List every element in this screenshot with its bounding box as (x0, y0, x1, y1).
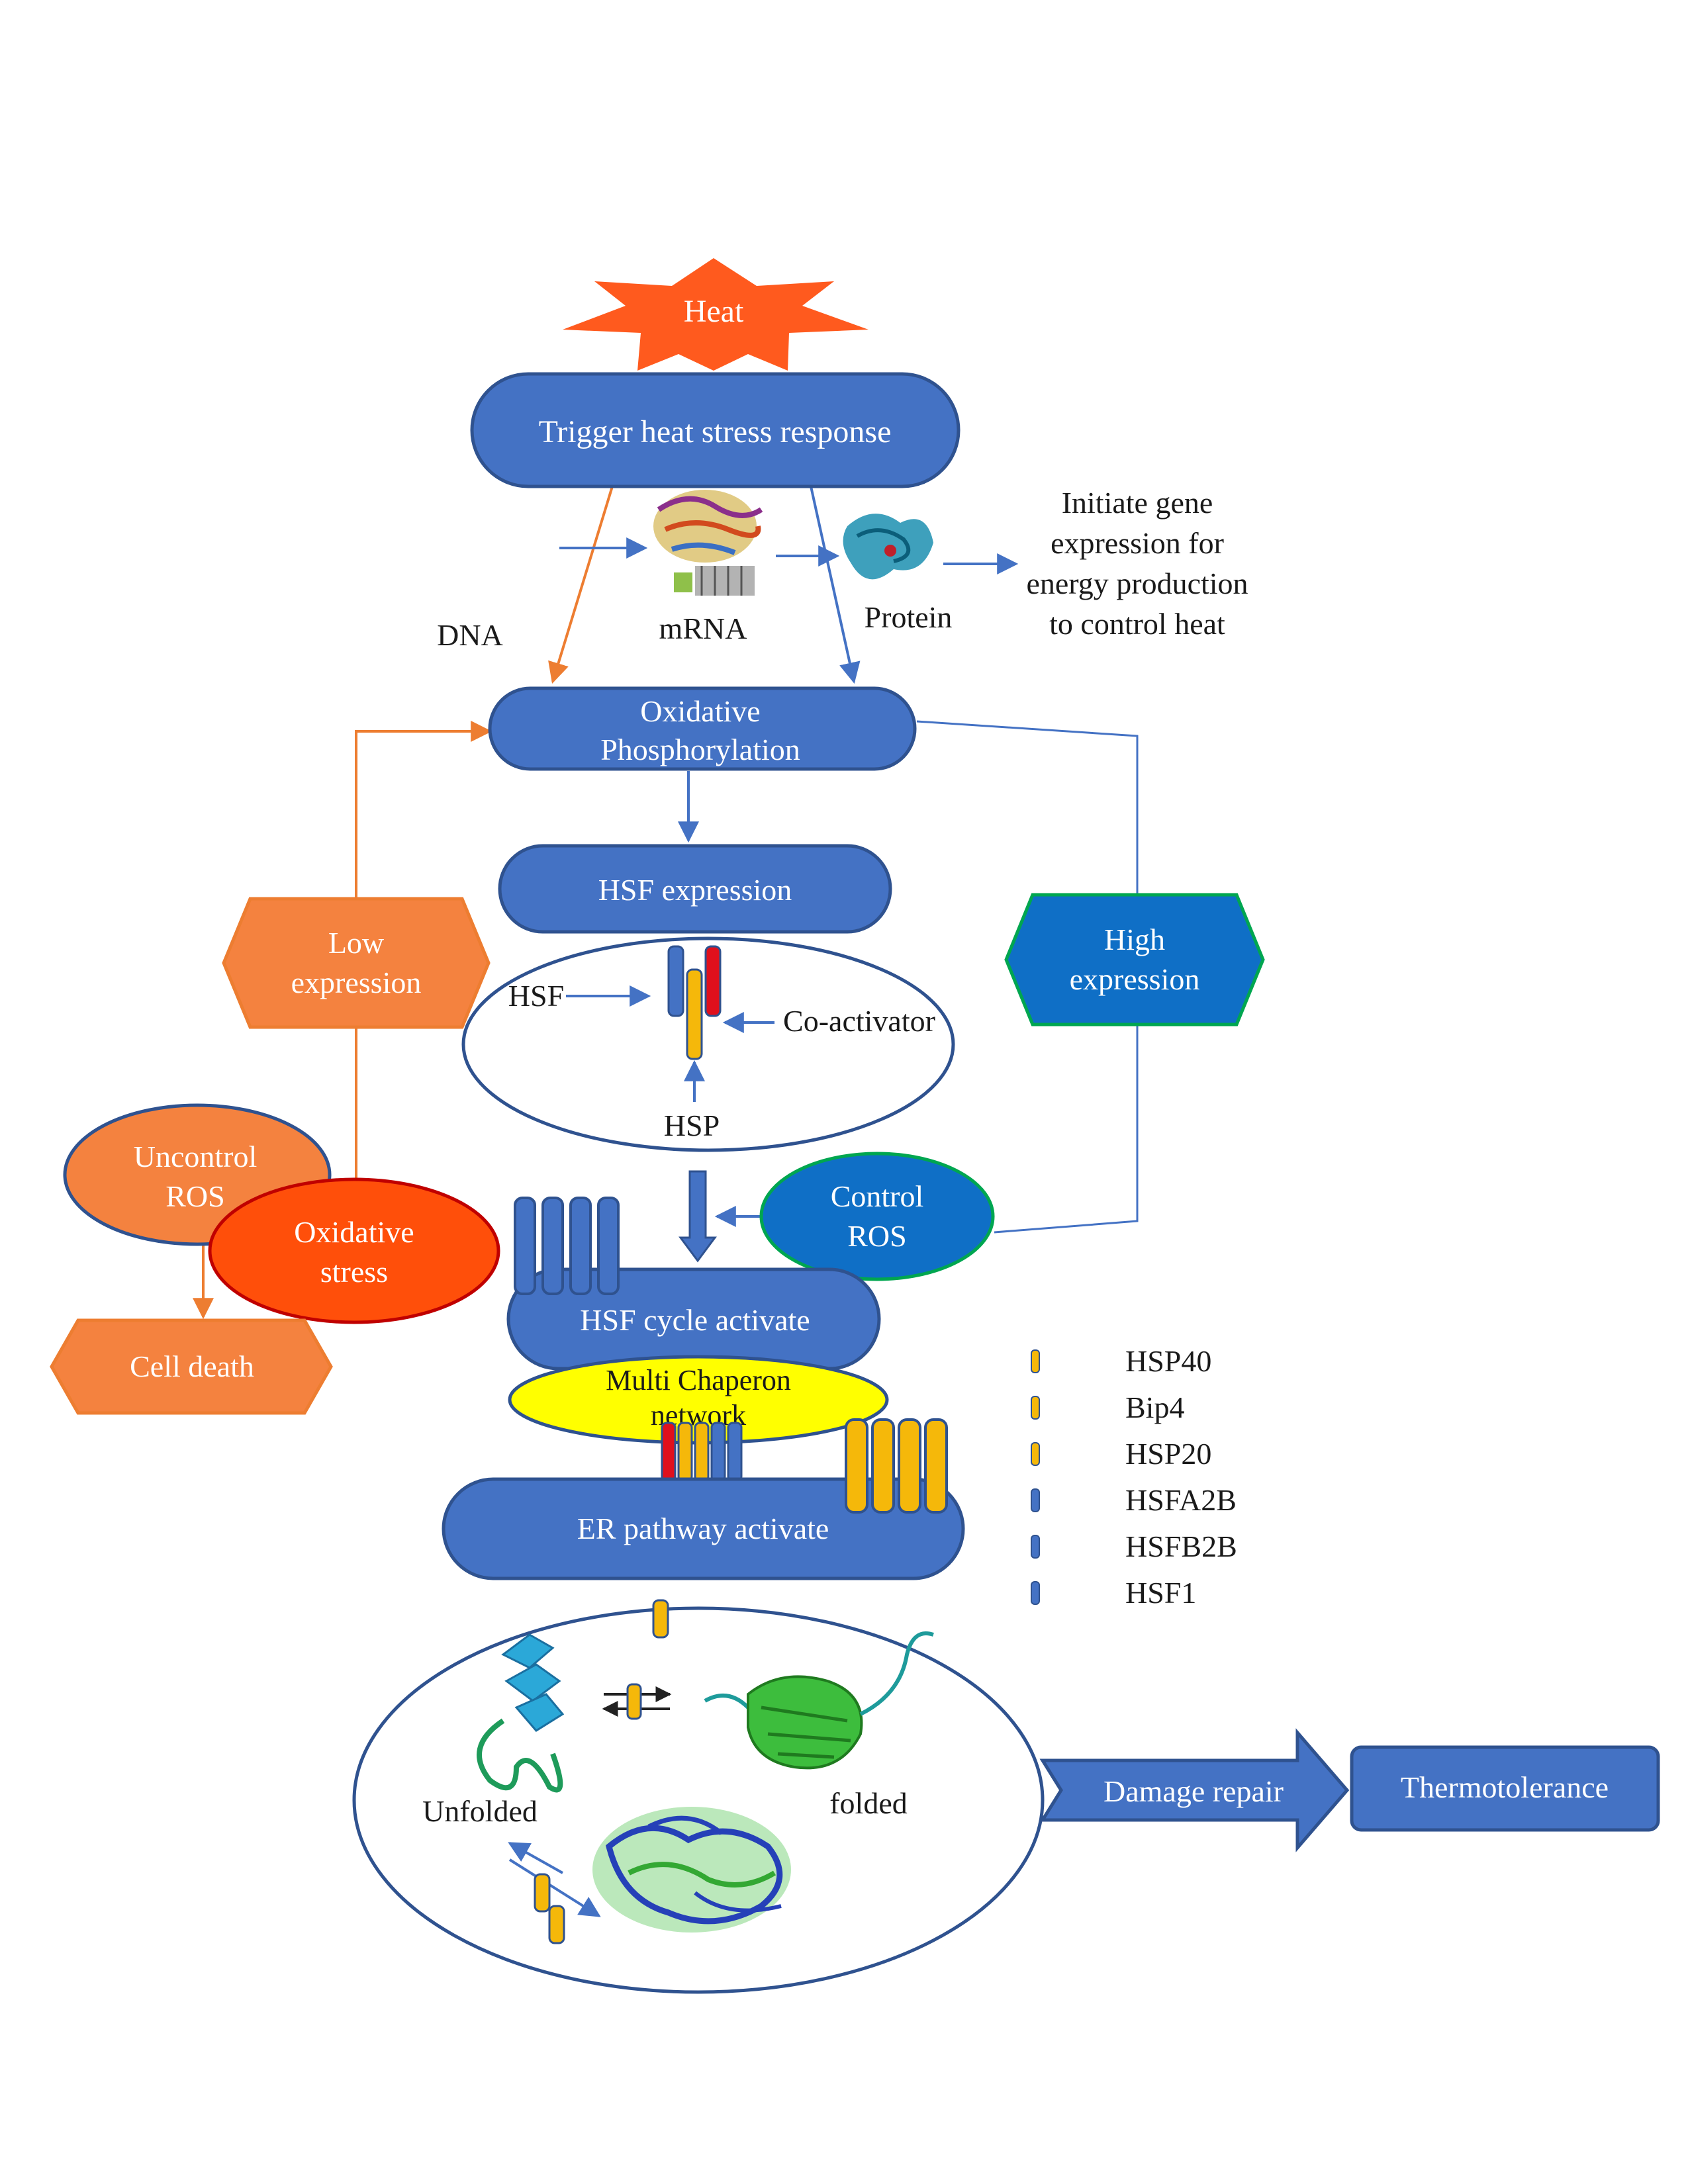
uncontrol-line-1: Uncontrol (134, 1140, 258, 1173)
control-line-1: Control (831, 1179, 924, 1213)
thermotolerance-label: Thermotolerance (1401, 1770, 1609, 1804)
legend-swatch (1031, 1396, 1040, 1420)
legend-label: HSP20 (1125, 1437, 1211, 1471)
legend-label: HSP40 (1125, 1344, 1211, 1378)
mrna-label: mRNA (659, 612, 747, 645)
trigger-to-oxphos-orange-arrow (548, 486, 614, 684)
legend-swatch (1031, 1581, 1040, 1605)
legend-label: HSF1 (1125, 1576, 1196, 1610)
thick-down-arrow (679, 1170, 717, 1263)
chaperone-bars-right (845, 1418, 948, 1514)
chaperone-bars-bottom (534, 1873, 565, 1944)
thermotolerance-node: Thermotolerance (1350, 1745, 1660, 1832)
coactivator-label: Co-activator (783, 1004, 935, 1038)
multi-line-1: Multi Chaperon (606, 1364, 791, 1396)
hsf-complex-ellipse: HSF Co-activator HSP (461, 936, 955, 1152)
legend-item: Bip4 (1031, 1390, 1184, 1424)
high-line-1: High (1104, 923, 1165, 956)
hsf-expression-node: HSF expression (498, 844, 892, 934)
control-line-2: ROS (847, 1219, 906, 1253)
hsf-cycle-node: HSF cycle activate (506, 1267, 881, 1371)
protein-label: Protein (865, 600, 953, 634)
high-line-2: expression (1070, 962, 1200, 996)
initiate-line-3: energy production (1026, 567, 1248, 600)
oxidative-stress-node: Oxidative stress (208, 1177, 500, 1324)
oxphos-line-2: Phosphorylation (600, 733, 800, 766)
low-to-oxphos-arrow (355, 721, 492, 900)
trigger-to-oxphos-blue-arrow (810, 486, 861, 684)
high-expression-node: High expression (1004, 893, 1265, 1026)
low-expression-node: Low expression (222, 897, 491, 1029)
unfolded-protein-icon (477, 1633, 565, 1793)
legend-item: HSP20 (1031, 1437, 1211, 1471)
hsf-cycle-label: HSF cycle activate (580, 1303, 810, 1337)
hsp-bar (686, 968, 703, 1060)
uncontrol-line-2: ROS (165, 1179, 224, 1213)
legend-label: HSFA2B (1125, 1483, 1237, 1517)
oxphos-line-1: Oxidative (640, 694, 760, 728)
heat-label: Heat (684, 294, 744, 329)
hsf-label: HSF (508, 979, 564, 1013)
heat-starburst: Heat (563, 258, 868, 371)
dna-label: DNA (437, 618, 503, 652)
legend-item: HSFA2B (1031, 1483, 1237, 1517)
unfolded-label: Unfolded (422, 1794, 538, 1828)
damage-repair-arrow: Damage repair (1039, 1728, 1350, 1852)
low-line-1: Low (328, 926, 385, 960)
initiate-text: Initiate gene expression for energy prod… (1026, 486, 1248, 641)
trigger-label: Trigger heat stress response (539, 414, 892, 449)
folded-label: folded (829, 1786, 908, 1820)
folded-protein-icon (704, 1631, 934, 1770)
legend-item: HSP40 (1031, 1344, 1211, 1378)
hsf-expression-label: HSF expression (598, 873, 792, 907)
complex-arrow-up (508, 1842, 563, 1874)
cell-death-node: Cell death (50, 1318, 333, 1415)
oxphos-to-high-line (916, 720, 1139, 897)
hsf-stack-left (514, 1197, 620, 1295)
er-pathway-label: ER pathway activate (577, 1512, 829, 1545)
protein-folding-ellipse: Unfolded folded (352, 1599, 1045, 1994)
oxstress-line-2: stress (320, 1255, 388, 1289)
legend-swatch (1031, 1349, 1040, 1373)
coactivator-bar (704, 945, 722, 1017)
protein-structure-icon (843, 514, 933, 580)
chaperone-top-bar (652, 1599, 669, 1639)
low-line-2: expression (291, 966, 422, 999)
legend-swatch (1031, 1442, 1040, 1466)
control-ros-node: Control ROS (759, 1152, 995, 1281)
legend-label: Bip4 (1125, 1390, 1184, 1424)
hsf-bar (667, 945, 684, 1017)
legend-label: HSFB2B (1125, 1529, 1237, 1563)
trigger-heat-stress-node: Trigger heat stress response (470, 372, 961, 488)
legend-item: HSF1 (1031, 1576, 1196, 1610)
equilibrium-arrows-icon (602, 1683, 672, 1720)
oxidative-phosphorylation-node: Oxidative Phosphorylation (488, 686, 917, 771)
initiate-line-2: expression for (1051, 526, 1224, 560)
chaperone-bars-center (661, 1422, 743, 1482)
damage-repair-label: Damage repair (1103, 1774, 1284, 1808)
hsp-label: HSP (664, 1109, 720, 1142)
complex-arrow-down (508, 1858, 601, 1917)
legend-item: HSFB2B (1031, 1529, 1237, 1563)
oxstress-line-1: Oxidative (294, 1215, 414, 1249)
legend-swatch (1031, 1488, 1040, 1512)
ribosome-structure-icon (653, 490, 763, 596)
initiate-line-4: to control heat (1049, 607, 1225, 641)
initiate-line-1: Initiate gene (1062, 486, 1213, 520)
cell-death-label: Cell death (130, 1349, 254, 1383)
high-to-control-line (994, 1024, 1139, 1234)
er-pathway-node: ER pathway activate (442, 1477, 965, 1580)
protein-complex-icon (592, 1807, 791, 1933)
legend-swatch (1031, 1535, 1040, 1559)
